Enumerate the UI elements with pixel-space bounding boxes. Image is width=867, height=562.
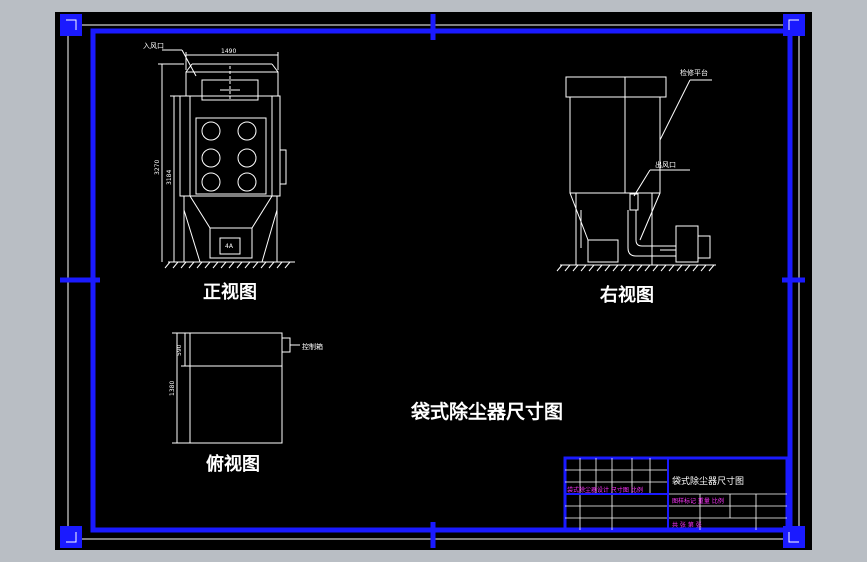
- title-block-row-3: 共 张 第 张: [672, 521, 702, 529]
- corner-marker: [783, 14, 805, 36]
- title-block-title: 袋式除尘器尺寸图: [672, 475, 744, 487]
- hopper-mark: 4A: [225, 243, 234, 250]
- front-view-title: 正视图: [203, 281, 257, 303]
- sheet-background: [55, 12, 812, 550]
- top-view-title: 俯视图: [206, 453, 260, 475]
- control-box-label: 控制箱: [302, 342, 323, 351]
- top-depth-dimension: 590: [176, 344, 183, 356]
- front-view: [158, 49, 295, 269]
- front-total-height-dimension: 3270: [154, 160, 161, 175]
- drawing-title: 袋式除尘器尺寸图: [410, 400, 563, 423]
- title-block: [563, 456, 789, 532]
- right-view-title: 右视图: [600, 284, 654, 306]
- title-block-row-2: 图样标记 重量 比例: [672, 497, 724, 505]
- maintenance-platform-label: 检修平台: [680, 68, 708, 77]
- corner-ticks: [66, 19, 799, 543]
- inlet-label: 入风口: [143, 42, 164, 50]
- top-view: [172, 332, 300, 444]
- corner-marker: [60, 526, 82, 548]
- top-width-dimension: 1380: [169, 381, 176, 396]
- corner-marker: [60, 14, 82, 36]
- front-width-dimension: 1490: [221, 48, 236, 55]
- front-body-height-dimension: 3184: [166, 170, 173, 185]
- outlet-label: 出风口: [655, 160, 676, 169]
- title-block-row-1: 袋式除尘器设计 尺寸图 比例: [567, 486, 643, 494]
- right-view: [556, 76, 716, 272]
- center-marks: [60, 14, 805, 548]
